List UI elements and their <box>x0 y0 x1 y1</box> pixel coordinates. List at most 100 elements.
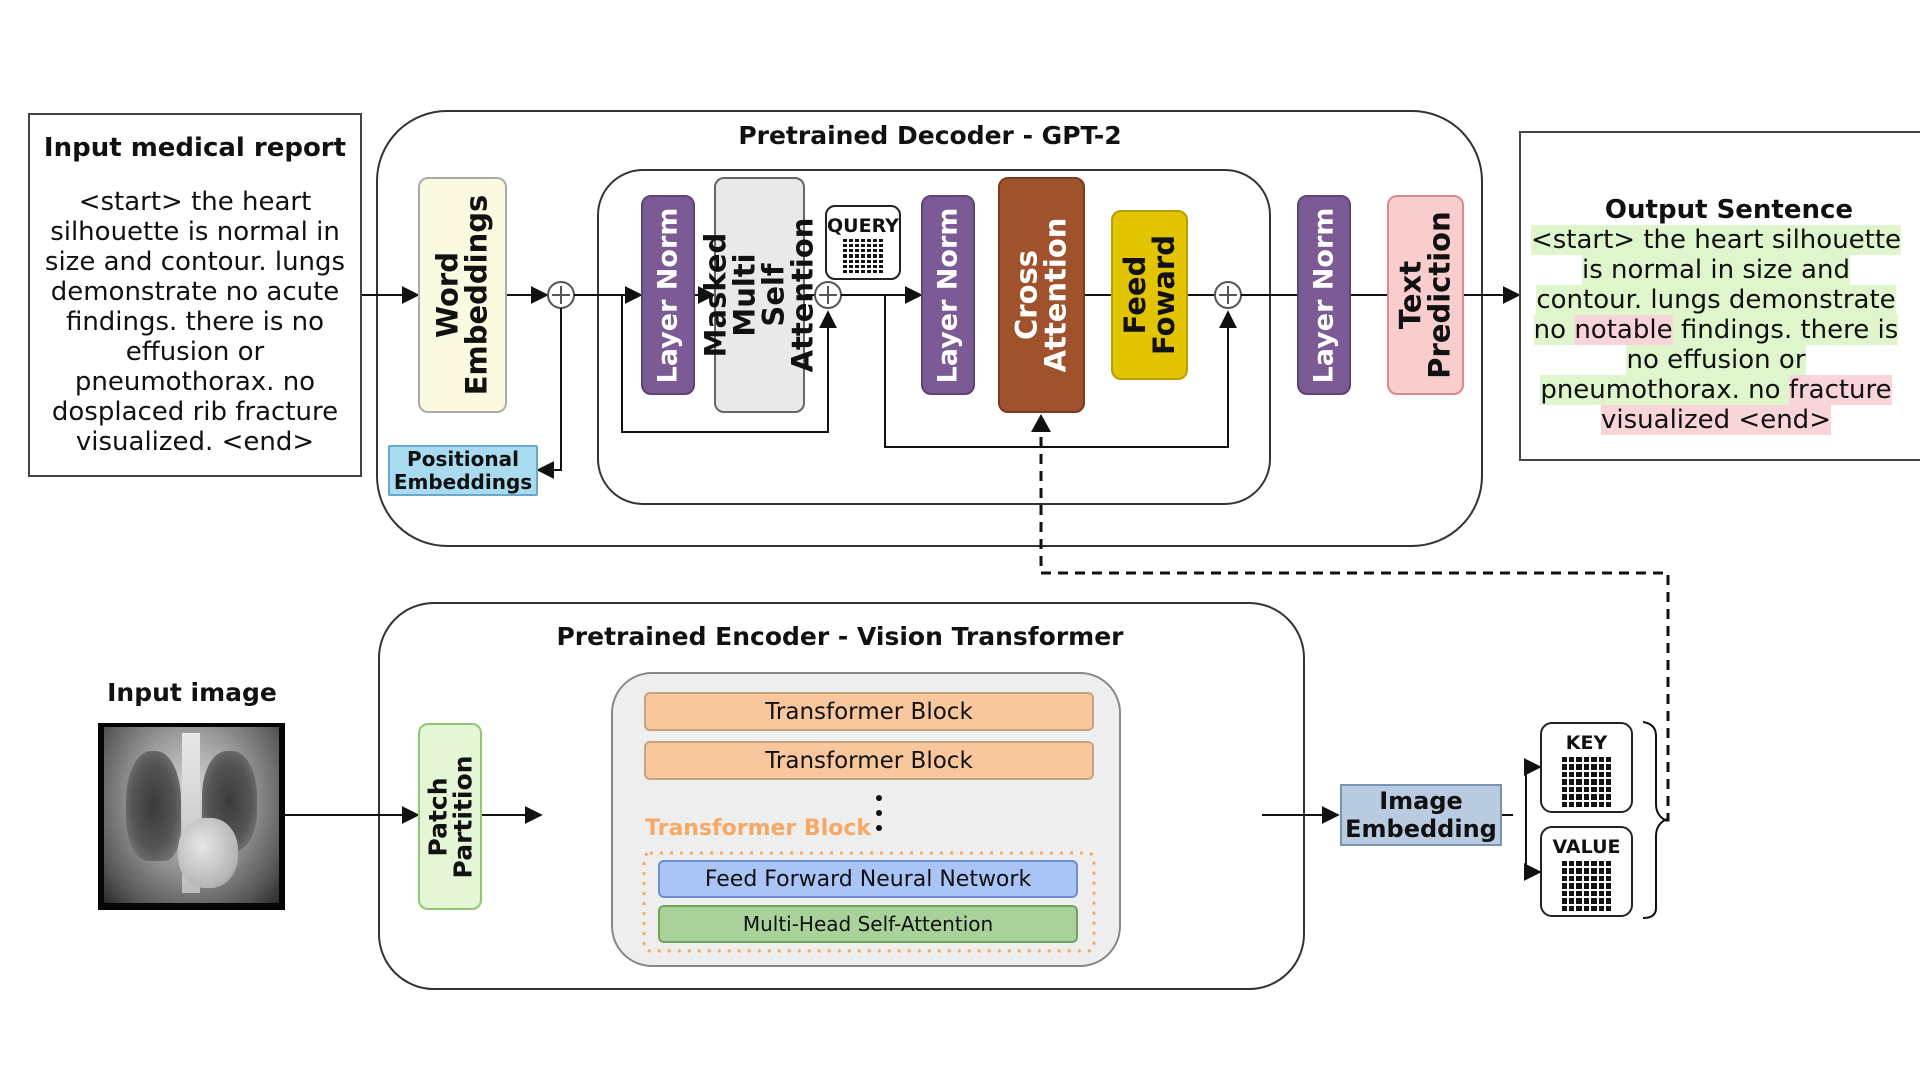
matrix-cell <box>867 264 871 268</box>
matrix-cell <box>873 259 877 263</box>
matrix-cell <box>849 244 853 248</box>
matrix-cell <box>1568 794 1575 800</box>
matrix-cell <box>1561 779 1567 785</box>
matrix-cell <box>1568 905 1575 911</box>
matrix-cell <box>1598 861 1605 867</box>
transformer-block-2-label: Transformer Block <box>765 747 973 774</box>
matrix-cell <box>855 269 859 273</box>
query-label: QUERY <box>827 215 899 237</box>
layer-norm-1-block: Layer Norm <box>641 195 695 395</box>
image-embedding-block: Image Embedding <box>1340 784 1502 846</box>
layer-norm-2-label: Layer Norm <box>932 207 964 383</box>
matrix-cell <box>1583 764 1590 770</box>
query-matrix-icon <box>843 239 883 273</box>
matrix-cell <box>849 269 853 273</box>
matrix-cell <box>1576 779 1582 785</box>
matrix-cell <box>879 254 883 258</box>
matrix-cell <box>1591 786 1597 793</box>
matrix-cell <box>1598 786 1605 793</box>
matrix-cell <box>1568 868 1575 874</box>
matrix-cell <box>873 269 877 273</box>
matrix-cell <box>1568 861 1575 867</box>
matrix-cell <box>873 244 877 248</box>
matrix-cell <box>1568 875 1575 882</box>
matrix-cell <box>843 239 847 243</box>
matrix-cell <box>1591 757 1597 763</box>
masked-attention-block: Masked Multi Self Attention <box>699 177 820 413</box>
layer-norm-3-label: Layer Norm <box>1308 207 1340 383</box>
matrix-cell <box>855 254 859 258</box>
matrix-cell <box>867 269 871 273</box>
patch-partition-label: Patch Partition <box>423 755 477 878</box>
matrix-cell <box>1561 771 1567 778</box>
mhsa-label: Multi-Head Self-Attention <box>742 912 994 936</box>
matrix-cell <box>879 249 883 253</box>
matrix-cell <box>867 244 871 248</box>
matrix-cell <box>855 259 859 263</box>
matrix-cell <box>843 264 847 268</box>
transformer-block-1-label: Transformer Block <box>765 698 973 725</box>
matrix-cell <box>1598 771 1605 778</box>
matrix-cell <box>1591 771 1597 778</box>
dashed-kv-to-cross-attention <box>1039 418 1670 822</box>
matrix-cell <box>1576 861 1582 867</box>
transformer-block-group-label: Transformer Block <box>645 816 872 841</box>
matrix-cell <box>873 264 877 268</box>
matrix-cell <box>1561 757 1567 763</box>
matrix-cell <box>1598 883 1605 889</box>
matrix-cell <box>861 249 865 253</box>
matrix-cell <box>1583 786 1590 793</box>
matrix-cell <box>1576 868 1582 874</box>
matrix-cell <box>843 249 847 253</box>
matrix-cell <box>1561 764 1567 770</box>
matrix-cell <box>1583 898 1590 904</box>
matrix-cell <box>879 244 883 248</box>
transformer-block-2: Transformer Block <box>644 741 1094 780</box>
ffnn-label: Feed Forward Neural Network <box>704 866 1032 892</box>
matrix-cell <box>867 239 871 243</box>
matrix-cell <box>1576 786 1582 793</box>
matrix-cell <box>1576 764 1582 770</box>
output-sentence-title: Output Sentence <box>1604 195 1854 225</box>
matrix-cell <box>1598 898 1605 904</box>
matrix-cell <box>1591 861 1597 867</box>
matrix-cell <box>1568 898 1575 904</box>
matrix-cell <box>873 249 877 253</box>
matrix-cell <box>1583 801 1590 807</box>
decoder-title: Pretrained Decoder - GPT-2 <box>738 121 1122 150</box>
ffnn-block: Feed Forward Neural Network <box>658 860 1078 898</box>
value-box: VALUE <box>1540 826 1633 917</box>
value-label: VALUE <box>1552 836 1621 858</box>
matrix-cell <box>1606 905 1612 911</box>
query-box: QUERY <box>825 205 901 280</box>
matrix-cell <box>1568 764 1575 770</box>
input-report-title: Input medical report <box>43 133 347 163</box>
matrix-cell <box>1576 794 1582 800</box>
matrix-cell <box>879 264 883 268</box>
matrix-cell <box>849 249 853 253</box>
encoder-title: Pretrained Encoder - Vision Transformer <box>556 622 1124 651</box>
matrix-cell <box>843 254 847 258</box>
output-sentence-box: Output Sentence <start> the heart silhou… <box>1519 131 1920 461</box>
matrix-cell <box>1606 757 1612 763</box>
matrix-cell <box>1598 779 1605 785</box>
positional-embeddings-label: Positional Embeddings <box>393 446 533 494</box>
matrix-cell <box>1606 764 1612 770</box>
matrix-cell <box>1568 890 1575 897</box>
matrix-cell <box>1598 764 1605 770</box>
matrix-cell <box>843 244 847 248</box>
matrix-cell <box>849 259 853 263</box>
arrow-to-value <box>1523 815 1542 881</box>
matrix-cell <box>1583 875 1590 882</box>
matrix-cell <box>1606 771 1612 778</box>
key-matrix-icon <box>1561 757 1612 807</box>
matrix-cell <box>1576 905 1582 911</box>
matrix-cell <box>1561 861 1567 867</box>
matrix-cell <box>861 259 865 263</box>
ellipsis-dots <box>876 795 884 835</box>
transformer-block-group <box>642 851 1096 953</box>
matrix-cell <box>873 254 877 258</box>
matrix-cell <box>1568 757 1575 763</box>
matrix-cell <box>1583 771 1590 778</box>
matrix-cell <box>861 239 865 243</box>
